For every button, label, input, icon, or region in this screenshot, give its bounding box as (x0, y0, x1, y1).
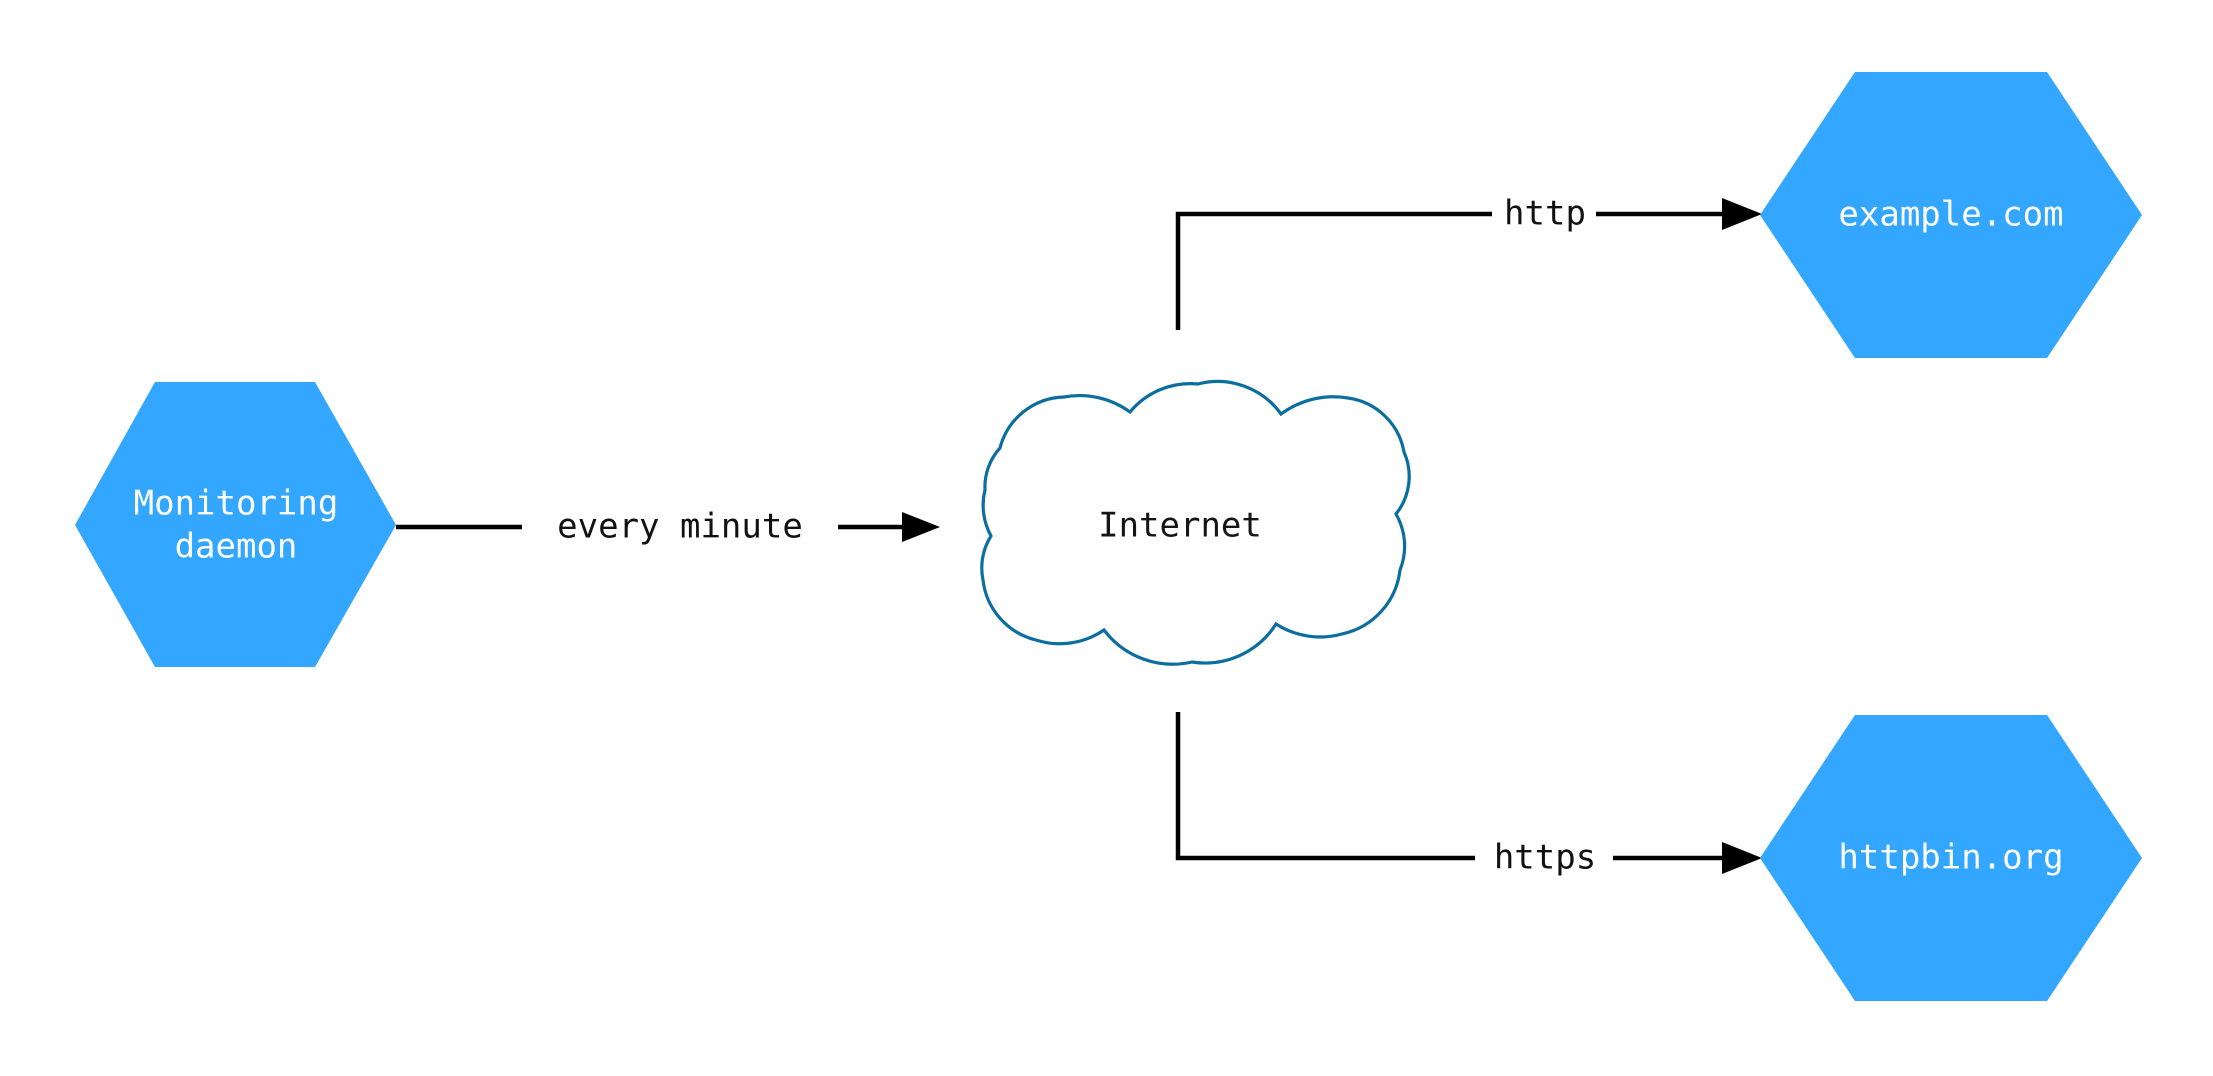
arrowhead-to-httpbin-org (1722, 842, 1762, 874)
edge-daemon-to-internet: every minute (396, 507, 940, 547)
edge-label-https: https (1494, 838, 1596, 878)
node-example-com[interactable]: example.com (1760, 72, 2142, 358)
node-monitoring-daemon[interactable]: Monitoring daemon (75, 382, 396, 667)
arrowhead-to-internet (902, 512, 940, 542)
monitoring-daemon-label-line-1: Monitoring (134, 484, 339, 524)
example-com-label: example.com (1838, 195, 2063, 235)
edge-internet-to-example-elbow (1175, 211, 1492, 330)
example-com-hexagon-shape[interactable] (1760, 72, 2142, 358)
internet-label: Internet (1098, 506, 1262, 546)
node-httpbin-org[interactable]: httpbin.org (1760, 715, 2142, 1001)
edge-label-http: http (1504, 194, 1586, 234)
edge-label-every-minute: every minute (557, 507, 803, 547)
internet-cloud-shape[interactable] (980, 379, 1411, 666)
edge-internet-to-example: http (1175, 194, 1762, 330)
httpbin-org-label: httpbin.org (1838, 838, 2063, 878)
arrowhead-to-example-com (1722, 198, 1762, 230)
edge-internet-to-httpbin-elbow (1175, 712, 1475, 861)
monitoring-daemon-hexagon-shape[interactable] (75, 382, 396, 667)
monitoring-daemon-label-line-2: daemon (175, 527, 298, 567)
edge-internet-to-httpbin: https (1175, 712, 1762, 878)
node-internet[interactable]: Internet (980, 379, 1411, 666)
httpbin-org-hexagon-shape[interactable] (1760, 715, 2142, 1001)
